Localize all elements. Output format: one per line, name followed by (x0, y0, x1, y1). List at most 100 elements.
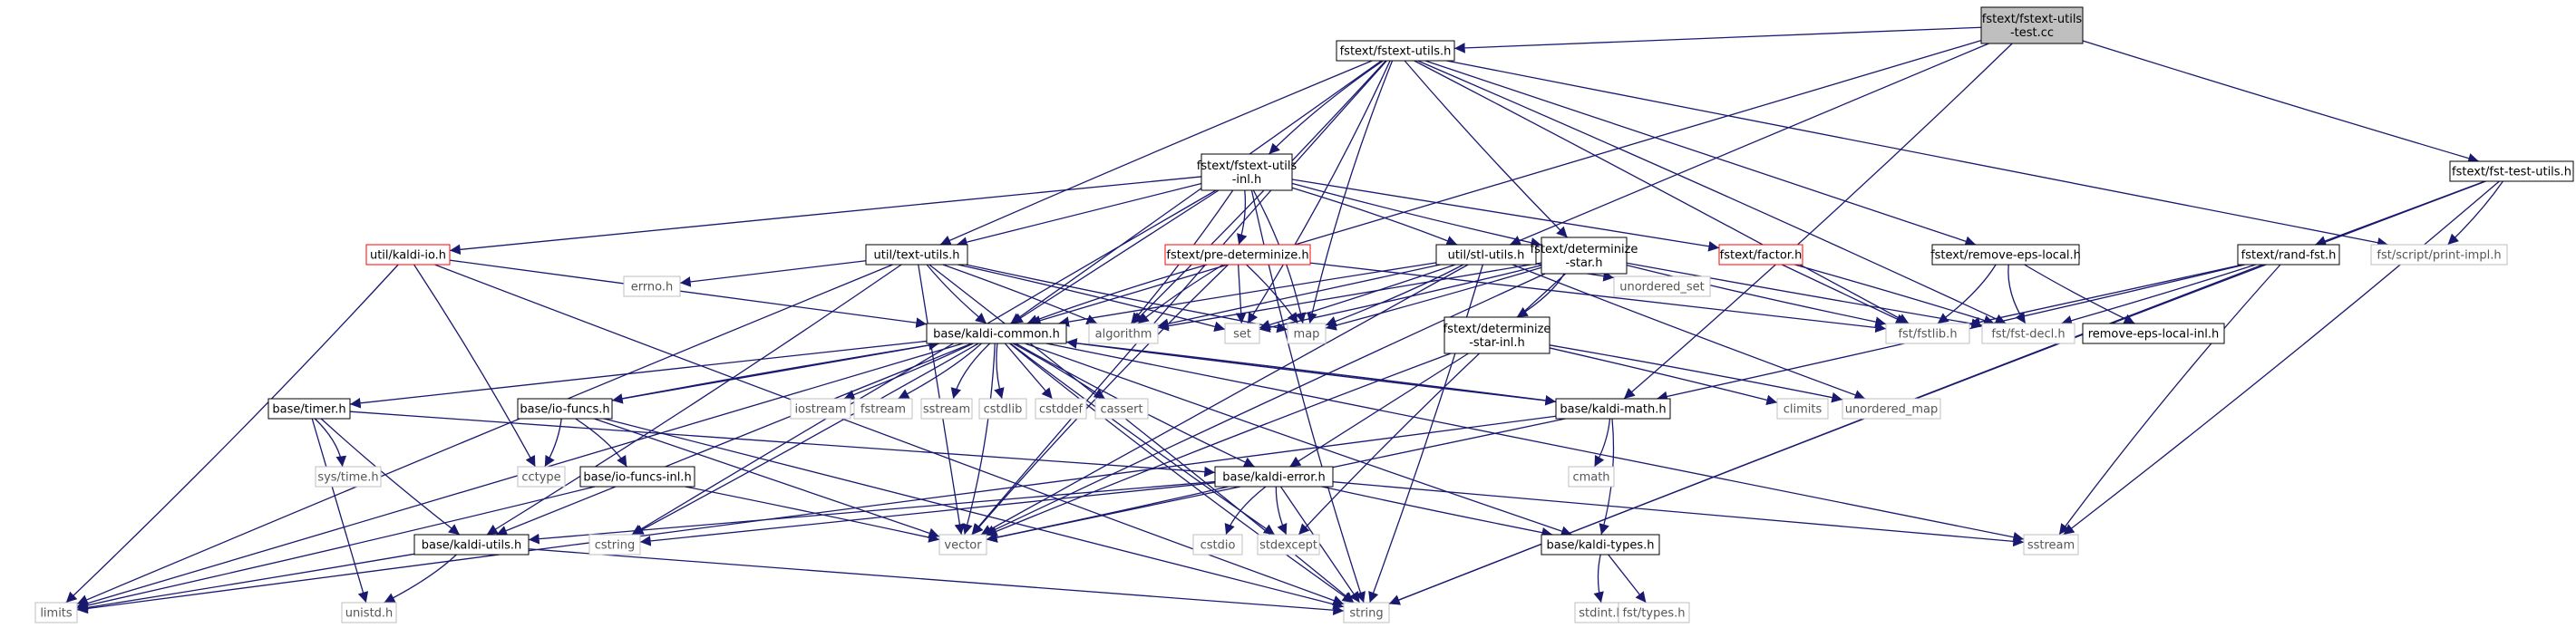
node-box (579, 466, 695, 488)
node-label: cstdio (1201, 539, 1236, 553)
edge-fstext_utils_h-to-fstext_remove_eps_local_h (1424, 60, 1977, 246)
node-box (517, 398, 613, 420)
node-cctype: cctype (517, 466, 566, 488)
node-base-kaldi-common-h[interactable]: base/kaldi-common.h (926, 323, 1067, 344)
node-base-io-funcs-h[interactable]: base/io-funcs.h (517, 398, 613, 420)
node-fstext-determinize-star-inl-h[interactable]: fstext/determinize-star-inl.h (1444, 316, 1551, 354)
edge-fstext_utils_inl_h-to-fstext_pre_determinize_h (1237, 189, 1248, 246)
edge-line (1937, 264, 1997, 324)
edge-line (1045, 343, 2025, 543)
node-fstext-utils-inl-h[interactable]: fstext/fstext-utils-inl.h (1197, 153, 1298, 191)
node-util-stl-utils-h[interactable]: util/stl-utils.h (1435, 244, 1537, 266)
edge-fstext_utils_inl_h-to-cstring (631, 189, 1217, 536)
edge-base_kaldi_common_h-to-stdexcept (1009, 343, 1276, 536)
edge-line (528, 548, 1345, 616)
node-box (920, 398, 973, 420)
node-fstext-utils-h[interactable]: fstext/fstext-utils.h (1336, 40, 1455, 62)
edge-line (1332, 481, 2025, 547)
edge-line (1298, 273, 1566, 536)
node-fstext-remove-eps-local-h[interactable]: fstext/remove-eps-local.h (1930, 244, 2081, 266)
edge-fstext_determinize_star_inl_h-to-climits (1549, 347, 1778, 406)
node-base-timer-h[interactable]: base/timer.h (267, 398, 351, 420)
edge-base_kaldi_utils_h-to-limits (76, 553, 415, 614)
node-label: base/kaldi-error.h (1222, 471, 1325, 485)
edge-base_kaldi_error_h-to-base_kaldi_utils_h (528, 480, 1216, 545)
node-base-io-funcs-inl-h[interactable]: base/io-funcs-inl.h (579, 466, 695, 488)
edge-util_text_utils_h-to-base_kaldi_utils_h (486, 264, 902, 536)
edge-base_kaldi_common_h-to-iostream (843, 343, 974, 401)
node-label: base/io-funcs.h (520, 403, 609, 417)
node-label: fstream (860, 403, 906, 417)
edge-fstext_determinize_star_h-to-vector (984, 273, 1546, 536)
edge-base_io_funcs_h-to-base_kaldi_common_h (611, 340, 940, 401)
node-label: sys/time.h (317, 471, 378, 485)
edge-line (986, 486, 1229, 543)
edge-line (1291, 179, 1720, 252)
edge-base_kaldi_types_h-to-stdint_h (1593, 554, 1604, 604)
edge-base_kaldi_error_h-to-sstream (1332, 481, 2025, 547)
node-label: -star.h (1565, 256, 1602, 270)
edge-fstext_determinize_star_inl_h-to-unordered_map (1549, 344, 1843, 403)
node-util-kaldi-io-h[interactable]: util/kaldi-io.h (365, 244, 451, 266)
node-unordered-map: unordered_map (1842, 398, 1941, 420)
node-base-kaldi-utils-h[interactable]: base/kaldi-utils.h (413, 534, 530, 556)
node-fstext-rand-fst-h[interactable]: fstext/rand-fst.h (2237, 244, 2340, 266)
node-fstext-pre-determinize-h[interactable]: fstext/pre-determinize.h (1164, 244, 1311, 266)
edge-util_kaldi_io_h-to-base_kaldi_common_h (449, 259, 928, 328)
edge-fstext_utils_h-to-base_kaldi_common_h (1010, 60, 1382, 324)
edge-base_kaldi_common_h-to-base_kaldi_math_h (1065, 341, 1557, 406)
node-label: cctype (521, 471, 560, 485)
node-box (2237, 244, 2340, 266)
edge-util_text_utils_h-to-algorithm (942, 264, 1098, 324)
node-box (34, 602, 78, 623)
node-map: map (1287, 323, 1327, 344)
node-label: stdexcept (1259, 539, 1317, 553)
node-fstext-factor-h[interactable]: fstext/factor.h (1718, 244, 1803, 266)
edge-line (349, 340, 928, 409)
edge-fstext_utils_h-to-util_text_utils_h (939, 60, 1373, 246)
edge-util_text_utils_h-to-string (928, 264, 1355, 604)
edge-line (994, 343, 1005, 400)
node-label: fst/types.h (1622, 607, 1685, 621)
node-box (938, 534, 987, 556)
edges-layer (65, 26, 2503, 616)
node-base-kaldi-error-h[interactable]: base/kaldi-error.h (1214, 466, 1334, 488)
node-label: string (1349, 607, 1383, 621)
edge-line (1626, 265, 1887, 327)
edge-base_io_funcs_h-to-base_io_funcs_inl_h (575, 418, 627, 468)
edge-line (1446, 60, 2388, 248)
node-unordered-set: unordered_set (1613, 275, 1711, 297)
edge-base_kaldi_utils_h-to-string (528, 548, 1345, 616)
node-base-kaldi-types-h[interactable]: base/kaldi-types.h (1541, 534, 1660, 556)
edge-line (449, 259, 928, 328)
edge-line (1307, 60, 1394, 324)
edge-fstext_utils_h-to-fst_script_print_impl_h (1446, 60, 2388, 248)
node-util-text-utils-h[interactable]: util/text-utils.h (865, 244, 968, 266)
node-label: errno.h (631, 281, 674, 295)
node-box (790, 398, 851, 420)
node-box (1541, 534, 1660, 556)
edge-line (1414, 60, 1910, 324)
node-box (1718, 244, 1803, 266)
node-box (1088, 323, 1159, 344)
edge-line (1291, 182, 1542, 248)
node-base-kaldi-math-h[interactable]: base/kaldi-math.h (1555, 398, 1671, 420)
node-box (865, 244, 968, 266)
node-label: cstdlib (984, 403, 1023, 417)
node-remove-eps-local-inl-h[interactable]: remove-eps-local-inl.h (2082, 323, 2225, 344)
node-cstdio: cstdio (1192, 534, 1243, 556)
node-root[interactable]: fstext/fstext-utils-test.cc (1980, 6, 2084, 44)
edge-base_io_funcs_h-to-string (604, 418, 1345, 610)
node-box (1224, 323, 1260, 344)
edge-base_kaldi_common_h-to-sstream (1045, 343, 2025, 543)
edge-line (1453, 26, 1982, 53)
node-label: fstext/fstext-utils (1197, 159, 1298, 173)
node-fst-test-utils-h[interactable]: fstext/fst-test-utils.h (2449, 160, 2574, 182)
node-cstdlib: cstdlib (978, 398, 1027, 420)
edge-fstext_determinize_star_h-to-map (1325, 266, 1542, 331)
node-label: map (1294, 328, 1320, 342)
edge-line (611, 340, 940, 401)
node-box (853, 398, 913, 420)
edge-line (1368, 264, 1483, 604)
node-fstext-determinize-star-h[interactable]: fstext/determinize-star.h (1531, 237, 1638, 275)
